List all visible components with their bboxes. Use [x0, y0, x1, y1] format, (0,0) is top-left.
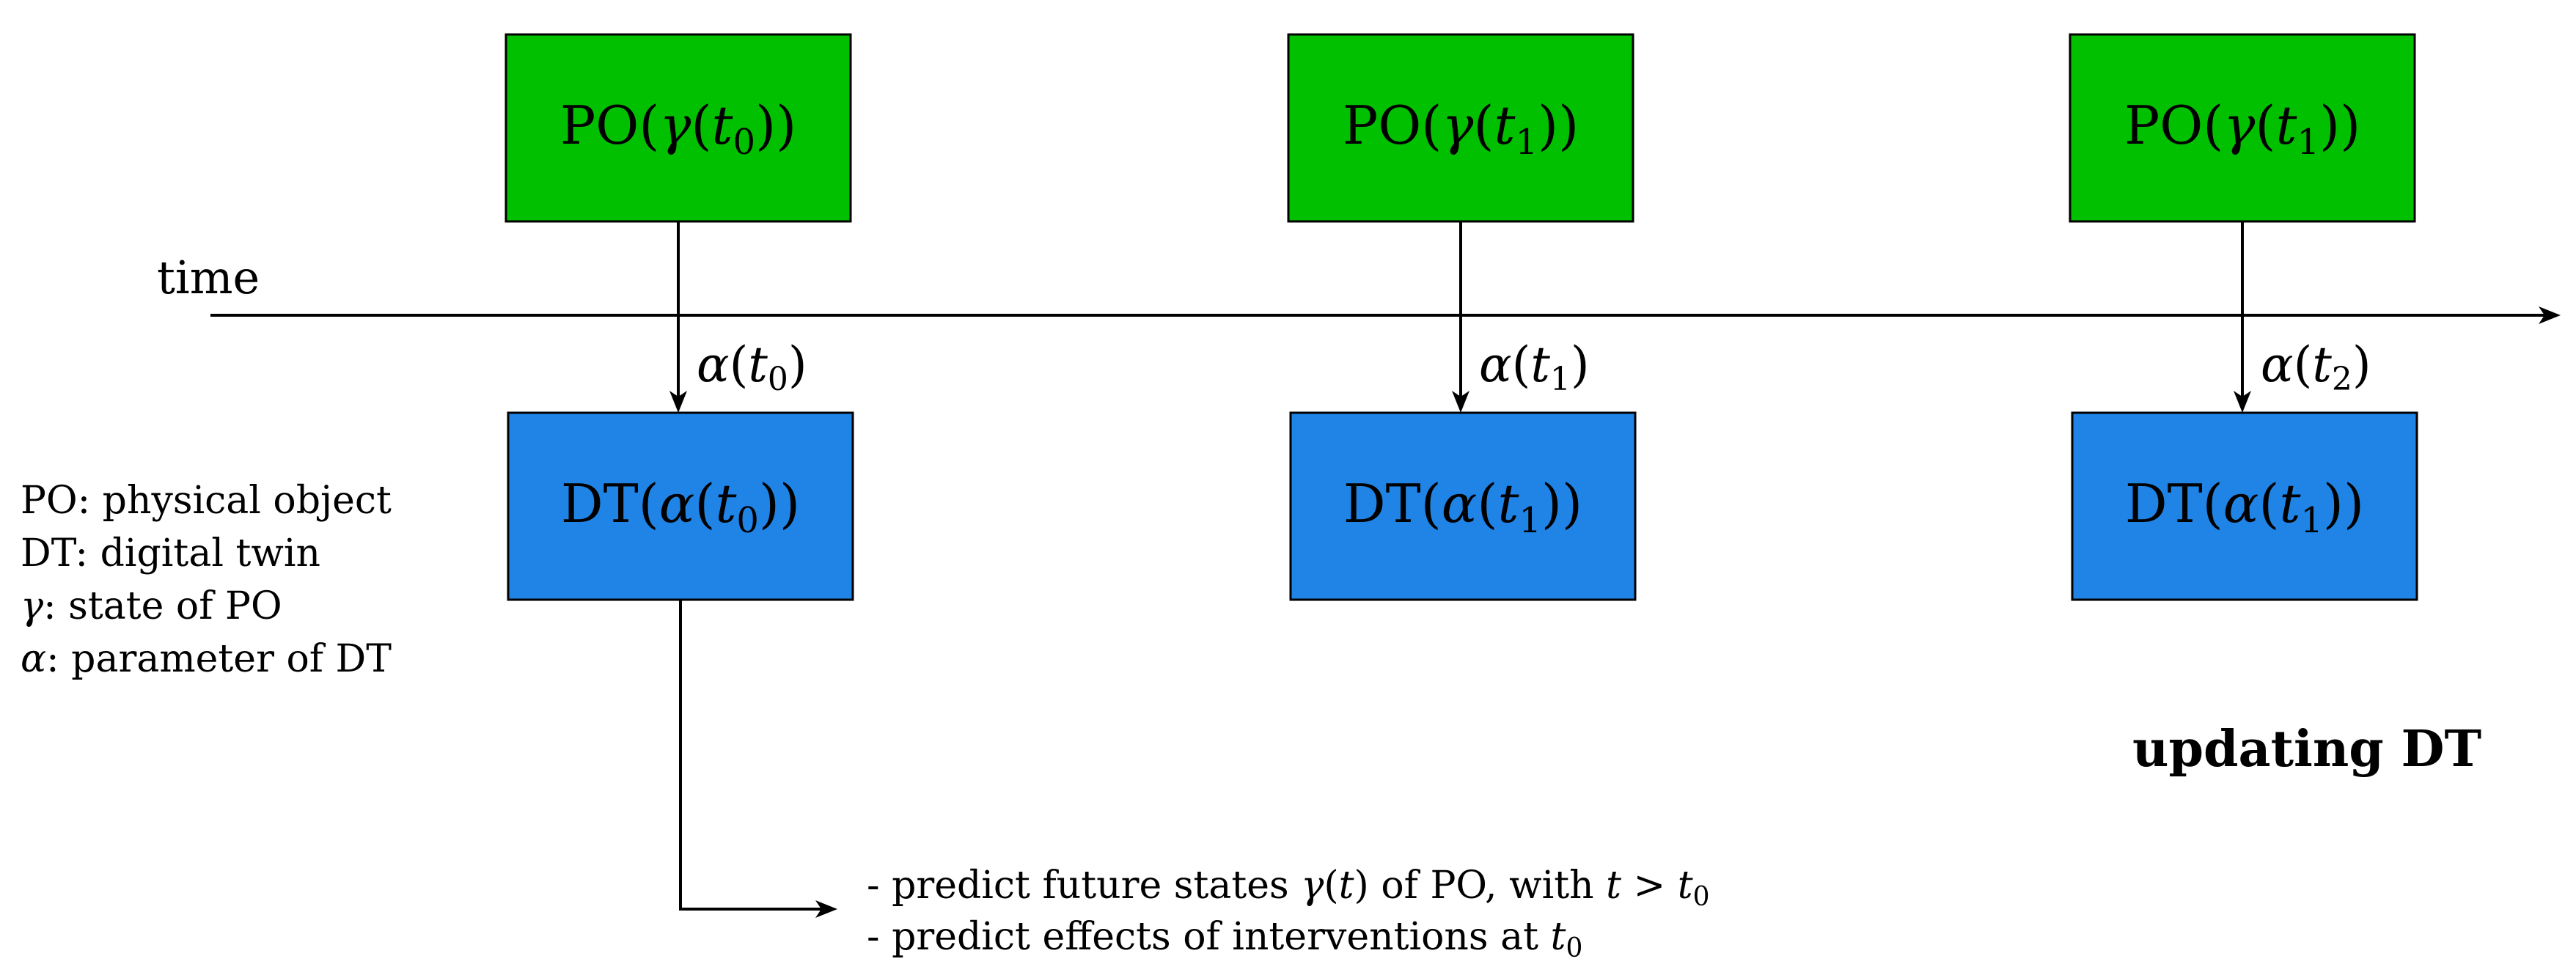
time-label: time — [157, 251, 260, 304]
prediction-arrow-head-icon — [815, 900, 837, 918]
update-arrow-3 — [2234, 221, 2251, 413]
po-box-2-rect — [1287, 33, 1634, 223]
po-box-2: PO(γ(t1)) — [1287, 33, 1634, 223]
po-box-3-rect — [2069, 33, 2416, 223]
dt-box-1-rect — [507, 411, 854, 601]
legend-dt: DT: digital twin — [21, 532, 320, 576]
dt-box-2-label: DT(α(t1)) — [1343, 473, 1582, 541]
update-arrow-2-head-icon — [1452, 391, 1469, 413]
update-arrow-3-head-icon — [2234, 391, 2251, 413]
dt-box-3-rect — [2071, 411, 2418, 601]
arrow-label-1: α(t0) — [697, 337, 807, 398]
po-box-3-label: PO(γ(t1)) — [2124, 95, 2360, 163]
dt-box-3-label: DT(α(t1)) — [2125, 473, 2364, 541]
legend-gamma: γ: state of PO — [21, 584, 282, 628]
arrow-label-2: α(t1) — [1479, 337, 1590, 398]
legend-alpha: α: parameter of DT — [21, 637, 392, 681]
dt-box-2-rect — [1289, 411, 1637, 601]
legend-po: PO: physical object — [21, 479, 392, 523]
dt-box-3: DT(α(t1)) — [2071, 411, 2418, 601]
time-axis-arrowhead-icon — [2539, 306, 2561, 324]
po-box-2-label: PO(γ(t1)) — [1343, 95, 1579, 163]
dt-box-2: DT(α(t1)) — [1289, 411, 1637, 601]
po-box-1: PO(γ(t0)) — [504, 33, 852, 223]
time-axis: time — [157, 251, 2561, 324]
updating-dt-label: updating DT — [2132, 720, 2481, 779]
dt-box-1-label: DT(α(t0)) — [561, 473, 800, 541]
prediction-arrow — [679, 600, 837, 918]
update-arrow-1-head-icon — [669, 391, 687, 413]
arrow-label-3: α(t2) — [2261, 337, 2371, 398]
dt-box-1: DT(α(t0)) — [507, 411, 854, 601]
prediction-note-1: - predict future states γ(t) of PO, with… — [867, 864, 1710, 912]
po-box-3: PO(γ(t1)) — [2069, 33, 2416, 223]
update-arrow-2 — [1452, 221, 1469, 413]
legend: PO: physical object DT: digital twin γ: … — [21, 479, 392, 681]
prediction-arrow-line — [679, 600, 821, 911]
po-box-1-label: PO(γ(t0)) — [560, 95, 796, 163]
po-box-1-rect — [504, 33, 852, 223]
prediction-notes: - predict future states γ(t) of PO, with… — [867, 864, 1710, 963]
prediction-note-2: - predict effects of interventions at t0 — [867, 915, 1582, 963]
update-arrow-1 — [669, 221, 687, 413]
